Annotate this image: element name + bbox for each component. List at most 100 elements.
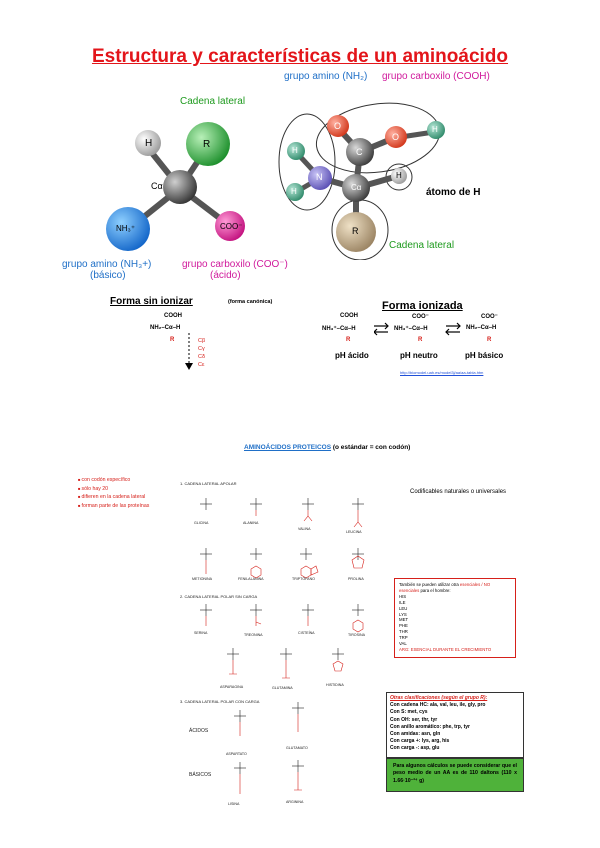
list-item: Con carga -: asp, glu <box>390 745 440 752</box>
atomo-h-label: átomo de H <box>426 187 481 198</box>
right-cadena-lateral-label: Cadena lateral <box>389 240 455 251</box>
ph-acido-label: pH ácido <box>335 351 369 360</box>
otras-title: Otras clasificaciones (según el grupo R)… <box>390 695 488 701</box>
right-hn2-label: H <box>291 187 297 196</box>
left-grupo-carboxilo-label: grupo carboxilo (COO⁻) <box>182 259 288 270</box>
forma-canonica-label: (forma canónica) <box>228 299 273 305</box>
right-r-label: R <box>352 226 359 236</box>
left-r-label: R <box>203 139 211 150</box>
section2-label: 2. CADENA LATERAL POLAR SIN CARGA <box>180 594 258 599</box>
list-item: PHE <box>399 623 408 629</box>
aa-name: TIROSINA <box>348 633 365 637</box>
amino-h2-sphere <box>286 183 304 201</box>
codificables-label: Codificables naturales o universales <box>410 489 507 495</box>
h-atom <box>135 130 161 156</box>
list-item: Con carga +: lys, arg, his <box>390 738 450 745</box>
oxygen1-sphere <box>327 115 349 137</box>
f3-coo: COO⁻ <box>412 314 429 320</box>
aa-name: ALANINA <box>243 521 259 525</box>
lower-heading: AMINOÁCIDOS PROTEICOS (o estándar = con … <box>244 444 411 451</box>
aa-name: ASPARAGINA <box>220 685 244 689</box>
right-hca-label: H <box>396 171 402 180</box>
f4-nh2: NH₂–Cα–H <box>466 325 497 331</box>
list-item: LEU <box>399 605 408 611</box>
left-coo-label: COO⁻ <box>220 222 243 231</box>
alpha-carbon-sphere <box>163 170 197 204</box>
aa-name: ASPARTATO <box>226 752 247 756</box>
acidos-label: ÁCIDOS <box>189 728 209 734</box>
amino-acid-structures <box>200 498 365 794</box>
aa-name: FENILALANINA <box>238 577 264 581</box>
r-group-sphere <box>186 122 230 166</box>
right-n-label: N <box>316 172 323 182</box>
right-ca-label: Cα <box>351 183 362 192</box>
left-h-label: H <box>145 138 153 149</box>
aa-name: LEUCINA <box>346 530 362 534</box>
f2-r: R <box>346 337 351 343</box>
equilibrium-arrows-icon <box>374 322 461 336</box>
aa-name: PROLINA <box>348 577 364 581</box>
aa-name: ARGININA <box>286 800 304 804</box>
oxygen2-sphere <box>385 126 407 148</box>
source-link[interactable]: http://biomodel.uah.es/model3j/aa/aa-tab… <box>400 370 484 375</box>
list-item: LYS <box>399 611 407 617</box>
list-item: TRP <box>399 635 408 641</box>
list-item: Con S: met, cys <box>390 709 428 716</box>
ph-basico-label: pH básico <box>465 351 504 360</box>
aa-name: CISTEÍNA <box>298 631 315 635</box>
f1-r: R <box>170 337 175 343</box>
left-grupo-amino-label: grupo amino (NH₃+) <box>62 259 152 270</box>
list-item: MET <box>399 617 409 623</box>
right-o1-label: O <box>334 121 342 131</box>
left-acido-label: (ácido) <box>210 270 241 281</box>
f1-nh2: NH₂–Cα–H <box>150 325 181 331</box>
section3-label: 3. CADENA LATERAL POLAR CON CARGA <box>180 699 260 704</box>
right-amino-acid-model <box>278 102 445 260</box>
aa-name: GLUTAMINA <box>272 686 293 690</box>
aa-name: TREONINA <box>244 633 263 637</box>
left-basico-label: (básico) <box>90 270 126 281</box>
left-ca-label: Cα <box>151 181 163 191</box>
f1-cooh: COOH <box>164 313 182 319</box>
greek-d: Cδ <box>198 354 206 360</box>
aa-name: SERINA <box>194 631 208 635</box>
otras-clasificaciones-box: Otras clasificaciones (según el grupo R)… <box>386 692 524 758</box>
list-item: Con anillo aromático: phe, trp, tyr <box>390 723 471 730</box>
left-amino-acid-model <box>106 122 245 251</box>
list-item: sólo hay 20 <box>78 486 149 492</box>
aa-name: GLICINA <box>194 521 209 525</box>
f2-nh3: NH₃⁺–Cα–H <box>322 326 356 332</box>
esenciales-intro: También se pueden utilizar otra esencial… <box>399 582 491 593</box>
list-item: THR <box>399 629 408 635</box>
list-item: difieren en la cadena lateral <box>78 494 149 500</box>
right-grupo-amino-label: grupo amino (NH₂) <box>284 71 368 82</box>
section1-label: 1. CADENA LATERAL APOLAR <box>180 481 237 486</box>
right-hn1-label: H <box>292 146 298 155</box>
peso-medio-box: Para algunos cálculos se puede considera… <box>386 758 524 792</box>
list-item: con codón específico <box>78 477 149 483</box>
r-group-sphere-r <box>336 212 376 252</box>
list-item: HIS <box>399 593 407 599</box>
f4-coo: COO⁻ <box>481 314 498 320</box>
list-item: Con amidas: asn, gln <box>390 731 441 738</box>
sin-ionizar-heading: Forma sin ionizar <box>110 296 193 307</box>
arg-note: ARG: ESENCIAL DURANTE EL CRECIMIENTO <box>399 646 492 652</box>
left-cadena-lateral-label: Cadena lateral <box>180 96 246 107</box>
right-o2-label: O <box>392 132 400 142</box>
amino-h1-sphere <box>287 142 305 160</box>
f3-r: R <box>418 337 423 343</box>
aa-name: TRIPTÓFANO <box>292 577 315 581</box>
f4-r: R <box>487 337 492 343</box>
esenciales-box: También se pueden utilizar otra esencial… <box>394 578 516 658</box>
greek-g: Cγ <box>198 346 205 352</box>
list-item: forman parte de las proteínas <box>78 503 150 509</box>
page-title: Estructura y características de un amino… <box>91 46 509 67</box>
right-grupo-carboxilo-label: grupo carboxilo (COOH) <box>382 71 490 82</box>
list-item: Con OH: ser, thr, tyr <box>390 716 438 723</box>
aa-name: HISTIDINA <box>326 683 344 687</box>
list-item: VAL <box>399 641 407 647</box>
alpha-h-sphere <box>391 168 407 184</box>
carboxyl-carbon-sphere <box>346 138 374 166</box>
list-item: Con cadena HC: ala, val, leu, ile, gly, … <box>390 702 486 709</box>
oh-hydrogen-sphere <box>427 121 445 139</box>
